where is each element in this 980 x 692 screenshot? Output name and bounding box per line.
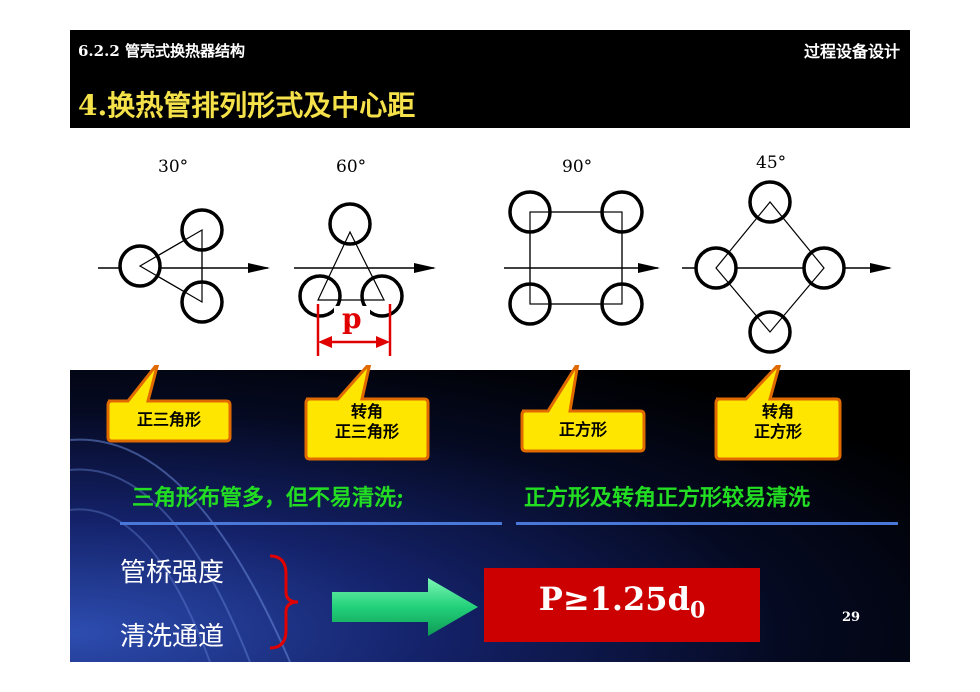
decorative-swoosh <box>70 438 291 662</box>
tube-layout-diagrams: 30° 60° 90° 45° p <box>98 153 892 356</box>
callout-shape-4 <box>714 365 842 461</box>
layout-square-45 <box>682 180 892 354</box>
callout-square: 正方形 <box>558 420 607 439</box>
divider-right <box>516 522 898 525</box>
course-label: 过程设备设计 <box>803 42 900 61</box>
green-arrow <box>332 578 478 636</box>
angle-label-90: 90° <box>562 157 592 177</box>
section-label: 6.2.2 管壳式换热器结构 <box>78 42 245 60</box>
formula-text: P≥1.25d0 <box>538 580 706 624</box>
header-bar: 6.2.2 管壳式换热器结构 过程设备设计 4.换热管排列形式及中心距 <box>70 30 910 128</box>
note-square: 正方形及转角正方形较易清洗 <box>524 485 811 511</box>
callout-rotated-triangle: 转角 正三角形 <box>334 402 399 441</box>
layout-square-90 <box>504 190 660 326</box>
callout-shape-3 <box>520 365 646 453</box>
slide: 6.2.2 管壳式换热器结构 过程设备设计 4.换热管排列形式及中心距 30° … <box>70 30 910 662</box>
callout-balloons <box>106 365 842 461</box>
factor-cleaning-channel: 清洗通道 <box>120 622 225 652</box>
layout-triangle-30 <box>98 208 270 324</box>
factor-tube-bridge-strength: 管桥强度 <box>120 558 225 588</box>
formula-box: P≥1.25d0 <box>484 568 760 642</box>
slide-title: 4.换热管排列形式及中心距 <box>78 89 416 122</box>
callout-shape-2 <box>304 365 430 461</box>
layout-triangle-60 <box>294 202 436 318</box>
page-number: 29 <box>842 610 861 625</box>
angle-label-60: 60° <box>336 157 366 177</box>
pitch-label: p <box>342 302 362 335</box>
callout-equilateral-triangle: 正三角形 <box>136 410 201 429</box>
angle-label-45: 45° <box>756 153 786 173</box>
pitch-dimension: p <box>316 302 392 356</box>
angle-label-30: 30° <box>158 157 188 177</box>
callout-shape-1 <box>106 365 232 443</box>
callout-rotated-square: 转角 正方形 <box>753 402 802 441</box>
divider-left <box>120 522 502 525</box>
note-triangle: 三角形布管多，但不易清洗; <box>132 485 405 511</box>
curly-brace <box>269 554 299 650</box>
